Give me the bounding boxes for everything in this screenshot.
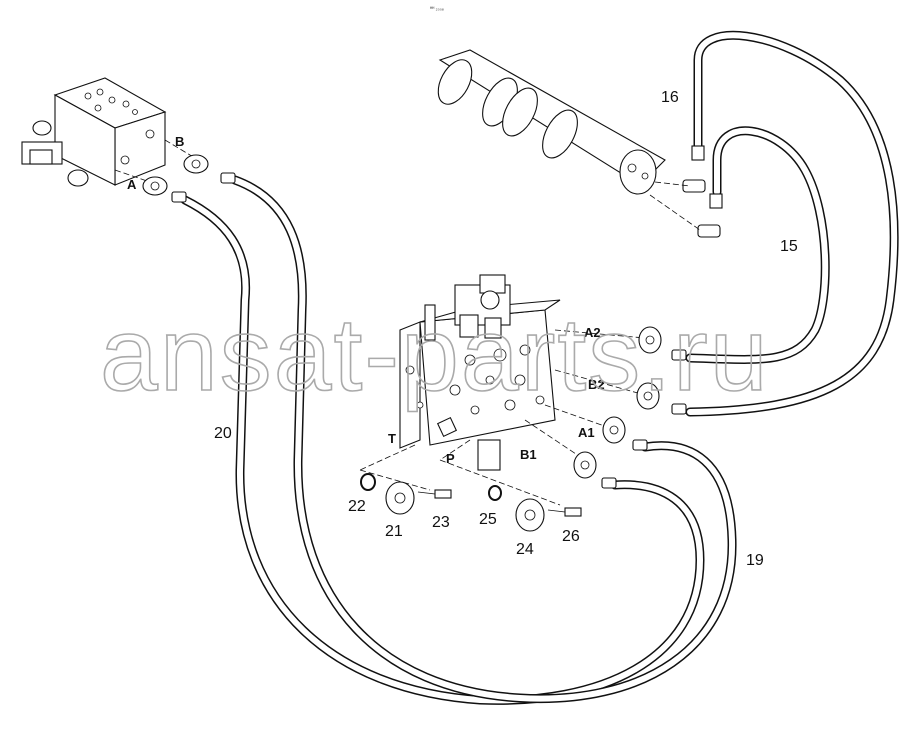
port-label-a1: A1 xyxy=(578,425,595,440)
callout-20: 20 xyxy=(214,425,232,442)
port-label-p: P xyxy=(446,451,455,466)
bolt-23 xyxy=(417,489,452,499)
flange-21 xyxy=(385,481,415,515)
flange-b1 xyxy=(573,451,617,489)
flange-24 xyxy=(515,498,545,532)
callout-19: 19 xyxy=(746,552,764,569)
port-label-b2: B2 xyxy=(588,377,605,392)
main-control-valve xyxy=(359,274,646,506)
callout-25: 25 xyxy=(479,511,497,528)
port-label-a: A xyxy=(127,177,137,192)
o-ring-25 xyxy=(488,485,502,501)
port-label-a2: A2 xyxy=(584,325,601,340)
header-code: ᴴᴴ ₂₀₀₈ xyxy=(430,6,444,12)
port-flange-b xyxy=(183,154,209,174)
callout-26: 26 xyxy=(562,528,580,545)
port-label-t: T xyxy=(388,431,396,446)
hose-20 xyxy=(180,195,705,705)
bolt-26 xyxy=(547,507,582,517)
callout-16: 16 xyxy=(661,89,679,106)
hose-19 xyxy=(230,175,737,704)
port-label-b1: B1 xyxy=(520,447,537,462)
hydraulic-cylinder xyxy=(437,49,723,238)
flange-a1 xyxy=(602,416,648,451)
callout-24: 24 xyxy=(516,541,534,558)
callout-22: 22 xyxy=(348,498,366,515)
hose-16 xyxy=(685,30,899,417)
port-flange-a xyxy=(142,176,168,196)
port-label-b: B xyxy=(175,134,184,149)
pilot-valve-block xyxy=(21,77,196,187)
o-ring-22 xyxy=(360,473,376,491)
callout-23: 23 xyxy=(432,514,450,531)
flange-b2 xyxy=(636,382,687,415)
hose-15 xyxy=(685,126,830,364)
callout-21: 21 xyxy=(385,523,403,540)
watermark-text: ansat-parts.ru xyxy=(100,297,770,413)
hose-fitting xyxy=(171,172,236,203)
flange-a2 xyxy=(638,326,687,361)
callout-15: 15 xyxy=(780,238,798,255)
